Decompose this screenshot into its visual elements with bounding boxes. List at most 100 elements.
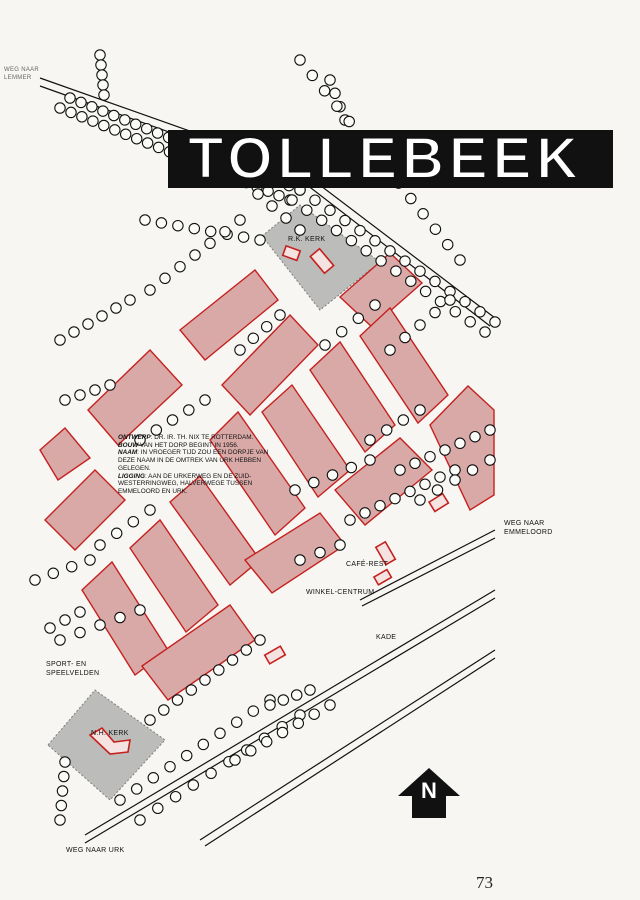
tree-icon xyxy=(404,485,416,498)
tree-icon xyxy=(319,339,331,351)
tree-icon xyxy=(234,214,246,226)
emmeloord-road-label: WEG NAAR EMMELOORD xyxy=(504,520,553,536)
tree-icon xyxy=(454,437,466,450)
tree-icon xyxy=(364,454,376,466)
tree-icon xyxy=(290,689,303,701)
tree-icon xyxy=(354,224,366,237)
tree-icon xyxy=(214,727,226,740)
tree-icon xyxy=(294,54,306,66)
tree-icon xyxy=(449,305,462,318)
tree-icon xyxy=(414,319,426,331)
location-text: : AAN DE URKERWEG EN DE ZUID-WESTERRINGW… xyxy=(118,472,253,495)
tree-icon xyxy=(58,770,70,783)
tree-icon xyxy=(324,204,336,217)
tree-icon xyxy=(130,132,143,145)
tree-icon xyxy=(147,772,160,784)
tree-icon xyxy=(484,454,496,466)
tree-icon xyxy=(369,235,381,247)
build-text: VAN HET DORP BEGINT IN 1956. xyxy=(138,441,239,449)
tree-icon xyxy=(204,237,216,250)
tree-icon xyxy=(76,111,88,123)
tree-icon xyxy=(29,574,41,586)
tree-icon xyxy=(134,814,146,826)
tree-icon xyxy=(44,622,56,634)
tree-icon xyxy=(324,74,336,86)
tree-icon xyxy=(260,735,273,748)
tree-icon xyxy=(304,684,316,696)
tree-icon xyxy=(96,310,108,322)
tree-icon xyxy=(94,539,106,551)
tree-icon xyxy=(114,611,126,624)
tree-icon xyxy=(414,265,426,277)
tree-icon xyxy=(54,814,66,826)
tree-icon xyxy=(205,767,217,780)
north-label: N xyxy=(421,778,437,803)
tree-icon xyxy=(441,238,454,251)
shopping-centre-label: WINKEL-CENTRUM xyxy=(306,589,375,596)
tree-icon xyxy=(277,694,290,706)
tree-icon xyxy=(87,115,99,127)
tree-icon xyxy=(343,115,355,128)
location-label: LIGGING xyxy=(118,472,145,480)
tree-icon xyxy=(197,738,210,751)
tree-icon xyxy=(54,102,66,114)
tree-icon xyxy=(119,128,132,141)
tree-icon xyxy=(150,424,163,436)
tree-icon xyxy=(339,214,351,227)
tree-icon xyxy=(127,515,140,528)
tree-icon xyxy=(172,219,184,232)
tree-icon xyxy=(54,334,66,346)
tree-icon xyxy=(124,294,136,306)
tree-icon xyxy=(74,606,86,618)
tree-icon xyxy=(98,89,110,101)
tree-icon xyxy=(68,326,80,338)
tree-icon xyxy=(454,254,466,266)
tree-icon xyxy=(152,141,165,154)
tree-icon xyxy=(384,245,396,257)
tree-icon xyxy=(405,275,417,287)
tree-icon xyxy=(474,306,486,318)
tree-icon xyxy=(439,444,451,456)
north-indicator: N xyxy=(398,768,460,818)
tree-icon xyxy=(110,527,123,540)
tree-icon xyxy=(449,474,461,486)
tree-icon xyxy=(245,745,257,757)
quay-label: KADE xyxy=(376,634,397,641)
tree-icon xyxy=(74,626,86,639)
tree-icon xyxy=(286,194,298,206)
tree-icon xyxy=(301,204,313,216)
tree-icon xyxy=(479,326,491,338)
tree-icon xyxy=(159,272,171,285)
tree-icon xyxy=(155,217,168,229)
tree-icon xyxy=(375,255,387,267)
name-text: : IN VROEGER TIJD ZOU EEN DORPJE VAN DEZ… xyxy=(118,449,269,472)
tree-icon xyxy=(169,790,182,803)
tree-icon xyxy=(294,554,306,566)
tree-icon xyxy=(199,674,211,686)
title-bar xyxy=(168,130,613,188)
tree-icon xyxy=(429,275,441,288)
tree-icon xyxy=(65,560,78,573)
tree-icon xyxy=(254,634,266,646)
tree-icon xyxy=(151,127,164,139)
tree-icon xyxy=(273,189,285,202)
tree-icon xyxy=(187,779,200,791)
tree-icon xyxy=(166,414,179,426)
tree-icon xyxy=(397,414,410,426)
info-text: ONTWERP: DR. IR. TH. NIX TE ROTTERDAM. B… xyxy=(118,434,278,496)
tree-icon xyxy=(264,699,276,711)
sports-fields-label: SPORT- EN SPEELVELDEN xyxy=(46,661,100,677)
tree-icon xyxy=(98,119,110,132)
tree-icon xyxy=(226,654,239,666)
tree-icon xyxy=(419,285,432,298)
tree-icon xyxy=(405,192,417,205)
tree-icon xyxy=(329,87,341,100)
tree-icon xyxy=(54,634,66,646)
tree-icon xyxy=(389,492,401,505)
tree-icon xyxy=(434,471,446,483)
tree-icon xyxy=(252,188,264,200)
tree-icon xyxy=(444,294,456,306)
tree-icon xyxy=(409,457,421,470)
tree-icon xyxy=(134,604,146,616)
tree-icon xyxy=(89,384,101,396)
